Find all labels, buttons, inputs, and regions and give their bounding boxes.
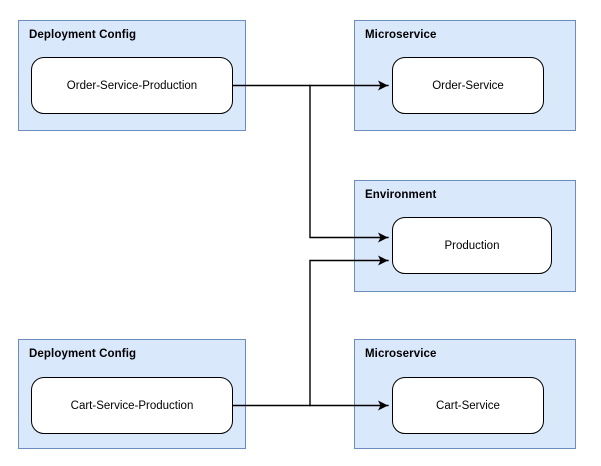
node-label-cart-service: Cart-Service xyxy=(436,399,500,412)
group-title-microservice-order: Microservice xyxy=(365,29,437,41)
node-label-production: Production xyxy=(444,239,500,252)
group-title-environment-production: Environment xyxy=(365,189,437,201)
node-order-service[interactable]: Order-Service xyxy=(392,57,544,114)
group-title-deployment-config-cart: Deployment Config xyxy=(29,348,137,360)
node-cart-service[interactable]: Cart-Service xyxy=(392,377,544,434)
node-label-order-service-production: Order-Service-Production xyxy=(66,79,198,92)
node-label-cart-service-production: Cart-Service-Production xyxy=(70,399,194,412)
group-title-deployment-config-order: Deployment Config xyxy=(29,29,137,41)
node-cart-service-production[interactable]: Cart-Service-Production xyxy=(31,377,233,434)
node-label-order-service: Order-Service xyxy=(432,79,504,92)
group-title-microservice-cart: Microservice xyxy=(365,348,437,360)
node-production[interactable]: Production xyxy=(392,217,552,274)
node-order-service-production[interactable]: Order-Service-Production xyxy=(31,57,233,114)
